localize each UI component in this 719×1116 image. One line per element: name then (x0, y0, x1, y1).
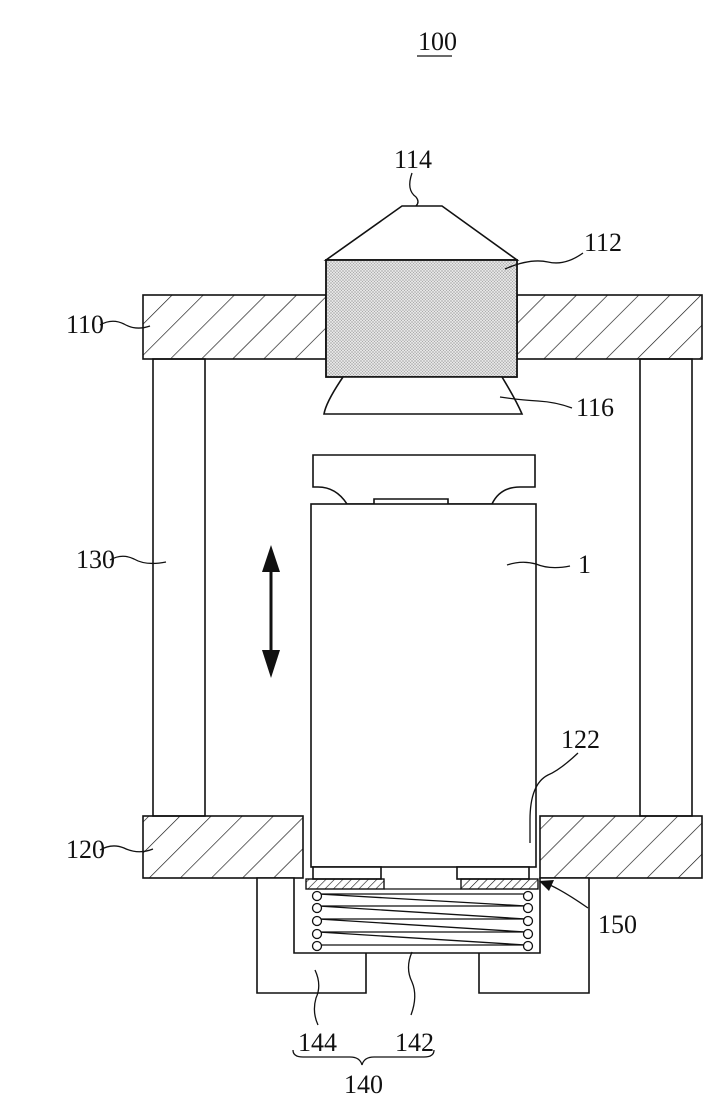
label-140: 140 (344, 1070, 383, 1099)
pad-right (461, 879, 538, 889)
spring (313, 892, 533, 951)
leader-114 (410, 173, 418, 206)
label-122: 122 (561, 725, 600, 754)
label-1: 1 (578, 550, 591, 579)
device-foot-right (457, 867, 529, 879)
pad-left (306, 879, 384, 889)
label-144: 144 (298, 1028, 337, 1057)
device-body (311, 504, 536, 867)
label-112: 112 (584, 228, 622, 257)
side-post-left (153, 359, 205, 816)
base-plate-right (540, 816, 702, 878)
base-plate-left (143, 816, 303, 878)
lens-bottom (324, 377, 522, 414)
spring-housing (257, 878, 589, 993)
label-150: 150 (598, 910, 637, 939)
side-post-right (640, 359, 692, 816)
label-110: 110 (66, 310, 104, 339)
figure-number: 100 (418, 27, 457, 56)
label-142: 142 (395, 1028, 434, 1057)
label-120: 120 (66, 835, 105, 864)
device-foot-left (313, 867, 381, 879)
label-116: 116 (576, 393, 614, 422)
top-frame-left (143, 295, 326, 359)
lens-unit (326, 260, 517, 377)
movement-arrow-icon (262, 545, 280, 678)
lens-tip (326, 206, 517, 260)
device-cap (313, 455, 535, 504)
label-130: 130 (76, 545, 115, 574)
leader-142 (409, 952, 415, 1015)
label-114: 114 (394, 145, 432, 174)
top-frame-right (517, 295, 702, 359)
